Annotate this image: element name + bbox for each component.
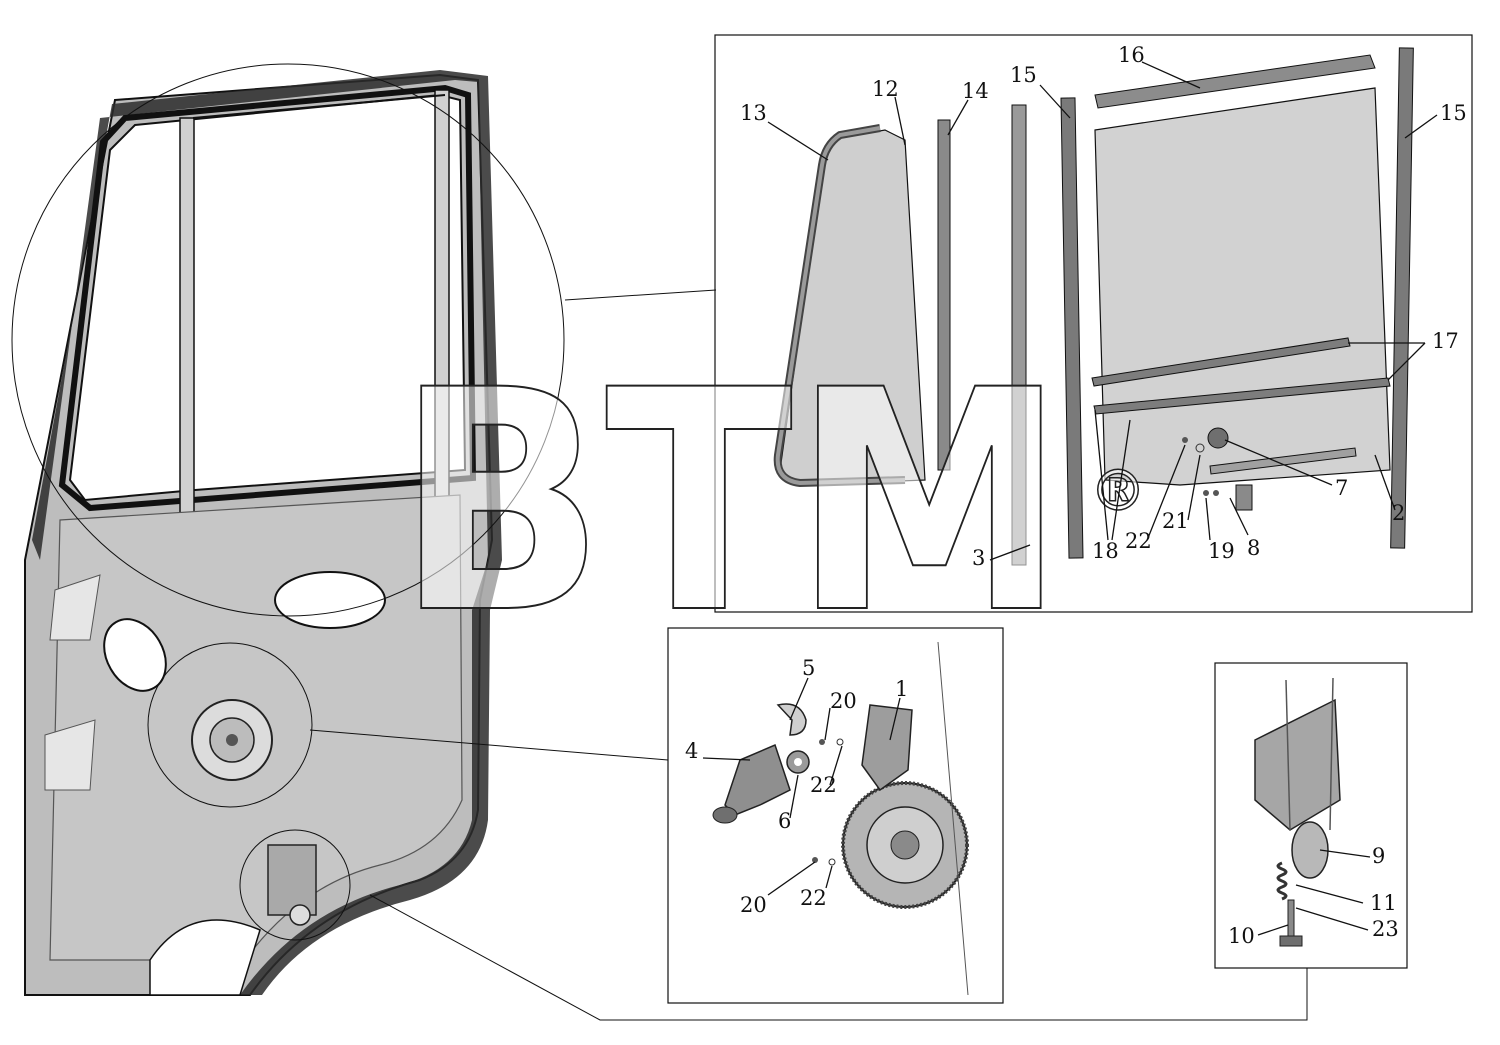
callout-15-left: 15 (1010, 63, 1037, 87)
callout-9: 9 (1372, 844, 1385, 868)
callout-11: 11 (1370, 891, 1397, 915)
callout-labels: 13 12 14 15 16 15 17 7 2 3 18 22 21 19 8… (685, 43, 1467, 948)
leader-lines (702, 61, 1438, 936)
callout-20-bottom: 20 (740, 893, 767, 917)
door-bracket (267, 844, 317, 916)
lifter-part7 (1207, 427, 1229, 449)
callout-10: 10 (1228, 924, 1255, 948)
bracket-detail-frame (1214, 662, 1408, 969)
callout-6: 6 (778, 809, 791, 833)
callout-16: 16 (1118, 43, 1145, 67)
callout-2: 2 (1392, 501, 1405, 525)
detail-circle-bracket (239, 829, 351, 941)
callout-21: 21 (1162, 509, 1189, 533)
watermark-text: BTM (396, 325, 1066, 680)
callout-20-top: 20 (830, 689, 857, 713)
rail-part15-right (1390, 47, 1414, 549)
glass-detail-frame (714, 34, 1473, 613)
bracket-body (1254, 698, 1341, 831)
door-service-hole (103, 618, 167, 692)
callout-17: 17 (1432, 329, 1459, 353)
callout-3: 3 (972, 546, 985, 570)
callout-22-mid: 22 (810, 773, 837, 797)
door-recess-lower (44, 719, 96, 791)
leader-regulator-detail (309, 729, 669, 761)
watermark-registered: ® (1090, 459, 1146, 524)
callout-22-top: 22 (1125, 529, 1152, 553)
detail-circle-regulator (147, 642, 313, 808)
glass-detail-view (564, 34, 1473, 613)
mount-plate-part1 (861, 704, 913, 792)
callout-23: 23 (1372, 917, 1399, 941)
callout-12: 12 (872, 77, 899, 101)
callout-7: 7 (1335, 476, 1348, 500)
handle-part4 (724, 743, 791, 816)
door-assembly (11, 63, 565, 996)
callout-19: 19 (1208, 539, 1235, 563)
regulator-detail-view (309, 627, 1004, 1004)
callout-22-bottom: 22 (800, 886, 827, 910)
pulley-part9 (1291, 821, 1329, 879)
door-handle-opening (274, 571, 386, 629)
callout-8: 8 (1247, 536, 1260, 560)
rail-part3 (1011, 104, 1027, 566)
bracket-detail-view (369, 662, 1408, 1021)
spring-part11 (1276, 861, 1288, 901)
rail-part15-left (1060, 97, 1084, 559)
bracket-part8 (1209, 447, 1357, 475)
callout-1: 1 (895, 677, 908, 701)
door-recess-upper (49, 574, 101, 641)
main-glass-part2 (1094, 87, 1391, 486)
callout-18: 18 (1092, 539, 1119, 563)
seal-part16 (1094, 54, 1376, 109)
callout-13: 13 (740, 101, 767, 125)
rosette-part5 (776, 703, 807, 736)
callout-5: 5 (802, 656, 815, 680)
callout-15-right: 15 (1440, 101, 1467, 125)
watermark: BTM ® (395, 324, 1147, 681)
strip-part17-upper (1091, 337, 1351, 387)
door-bottom-cutout (149, 919, 261, 996)
channel-part14 (937, 119, 951, 471)
door-window-seal (58, 84, 477, 512)
detail-circle-window (11, 63, 565, 617)
callout-4: 4 (685, 739, 698, 763)
regulator-detail-frame (667, 627, 1004, 1004)
leader-window-detail (564, 289, 717, 301)
leader-bracket-detail (369, 894, 1308, 1021)
callout-14: 14 (962, 79, 989, 103)
